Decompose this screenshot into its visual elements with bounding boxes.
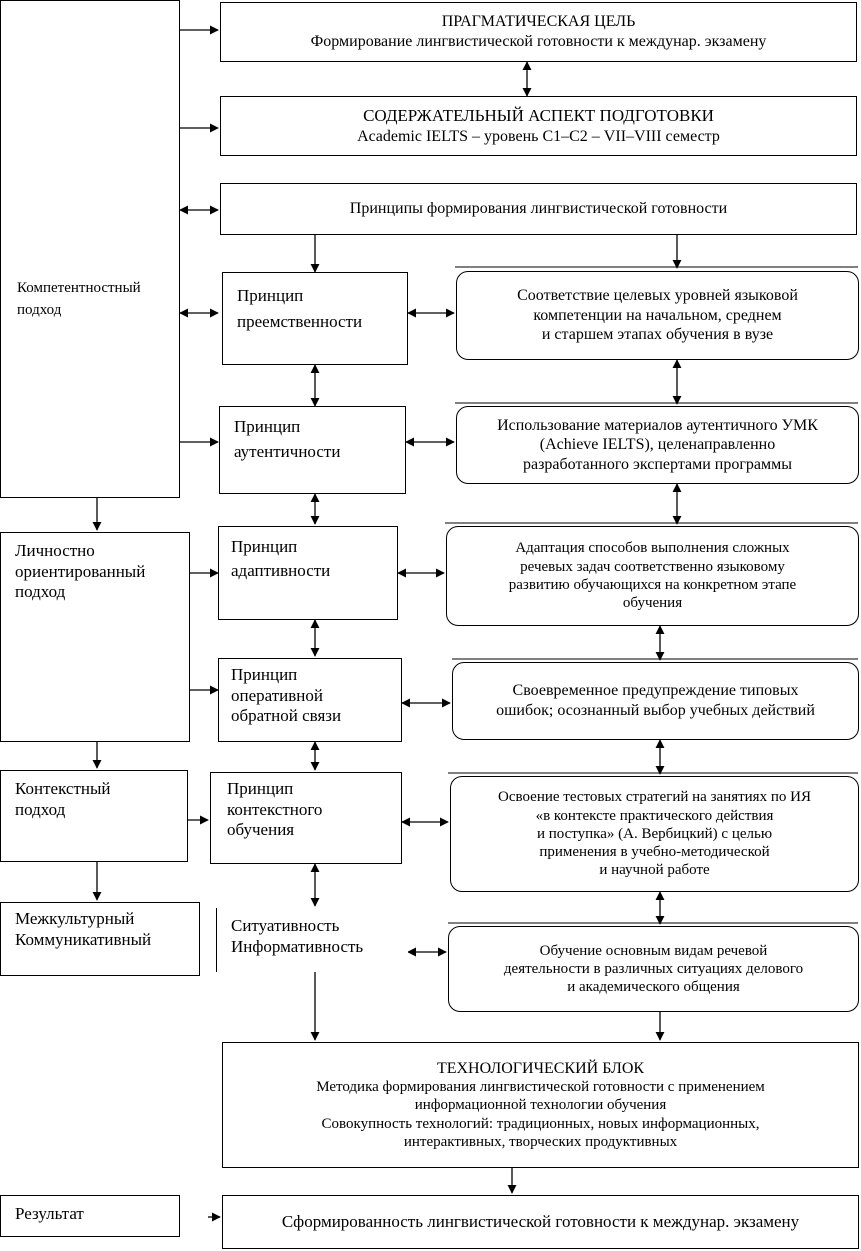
principle-context-learning-line2: контекстного (227, 799, 323, 819)
content-aspect-subtitle: Academic IELTS – уровень С1–С2 – VII–VII… (357, 127, 720, 145)
context-approach-box: Контекстный подход (0, 770, 188, 862)
principle-feedback-line3: обратной связи (231, 706, 342, 726)
tech-block-title: ТЕХНОЛОГИЧЕСКИЙ БЛОК (436, 1059, 645, 1077)
principle-context-learning-line3: обучения (227, 820, 295, 840)
detail-context-line2: «в контексте практического действия (535, 807, 774, 824)
intercultural-approach-line2: Коммуникативный (15, 929, 152, 949)
personal-approach-line1: Личностно (15, 541, 95, 560)
detail-authenticity-line3: разработанного экспертами программы (522, 455, 793, 473)
principle-adaptivity-box: Принцип адаптивности (218, 526, 398, 620)
principle-continuity-line1: Принцип (237, 286, 304, 305)
detail-adaptivity-line1: Адаптация способов выполнения сложных (515, 540, 790, 557)
principles-header-text: Принципы формирования лингвистической го… (349, 200, 728, 218)
intercultural-approach-box: Межкультурный Коммуникативный (0, 902, 200, 976)
tech-block-line1: Методика формирования лингвистической го… (316, 1079, 765, 1096)
detail-authenticity-line1: Использование материалов аутентичного УМ… (497, 416, 818, 434)
principle-adaptivity-line2: адаптивности (231, 560, 331, 580)
detail-context-line5: и научной работе (599, 862, 710, 879)
detail-adaptivity-line4: обучения (622, 595, 683, 612)
competence-approach-line2: подход (17, 302, 62, 319)
personal-approach-box: Личностно ориентированный подход (0, 532, 190, 742)
situativity-line2: Информативность (231, 936, 364, 956)
competence-approach-box: Компетентностный подход (0, 0, 180, 498)
principle-authenticity-line2: аутентичности (234, 441, 341, 461)
detail-situativity-line3: и академического общения (567, 979, 740, 996)
pragmatic-goal-subtitle: Формирование лингвистической готовности … (310, 33, 767, 50)
principle-continuity-line2: преемственности (237, 311, 363, 331)
content-aspect-box: СОДЕРЖАТЕЛЬНЫЙ АСПЕКТ ПОДГОТОВКИ Academi… (220, 96, 857, 156)
detail-feedback-box: Своевременное предупреждение типовых оши… (452, 662, 859, 740)
situativity-line1: Ситуативность (231, 916, 340, 935)
detail-authenticity-box: Использование материалов аутентичного УМ… (456, 406, 859, 484)
tech-block-box: ТЕХНОЛОГИЧЕСКИЙ БЛОК Методика формирован… (222, 1042, 859, 1168)
principle-context-learning-box: Принцип контекстного обучения (210, 772, 402, 864)
tech-block-line2: информационной технологии обучения (414, 1097, 667, 1114)
content-aspect-title: СОДЕРЖАТЕЛЬНЫЙ АСПЕКТ ПОДГОТОВКИ (363, 105, 714, 125)
tech-block-line3: Совокупность технологий: традиционных, н… (321, 1115, 760, 1132)
pragmatic-goal-title: ПРАГМАТИЧЕСКАЯ ЦЕЛЬ (441, 13, 636, 31)
context-approach-line1: Контекстный (15, 779, 111, 798)
principle-feedback-box: Принцип оперативной обратной связи (218, 658, 402, 742)
personal-approach-line3: подход (15, 582, 66, 602)
detail-context-line1: Освоение тестовых стратегий на занятиях … (498, 789, 811, 806)
principle-adaptivity-line1: Принцип (231, 537, 298, 556)
detail-continuity-line3: и старшем этапах обучения в вузе (541, 326, 774, 344)
detail-situativity-line1: Обучение основным видам речевой (539, 942, 768, 959)
principle-context-learning-line1: Принцип (227, 779, 294, 798)
detail-continuity-box: Соответствие целевых уровней языковой ко… (456, 271, 859, 360)
detail-situativity-line2: деятельности в различных ситуациях делов… (503, 960, 804, 977)
detail-continuity-line1: Соответствие целевых уровней языковой (517, 287, 798, 305)
intercultural-approach-line1: Межкультурный (15, 909, 135, 928)
principle-authenticity-box: Принцип аутентичности (219, 406, 406, 494)
result-box: Сформированность лингвистической готовно… (222, 1195, 859, 1249)
detail-feedback-line2: ошибок; осознанный выбор учебных действи… (496, 702, 815, 719)
principles-header-box: Принципы формирования лингвистической го… (220, 183, 857, 235)
tech-block-line4: интерактивных, творческих продуктивных (403, 1134, 678, 1151)
result-label-box: Результат (0, 1195, 180, 1237)
principle-authenticity-line1: Принцип (234, 417, 301, 436)
situativity-box: Ситуативность Информативность (216, 908, 408, 972)
detail-adaptivity-line3: развитию обучающихся на конкретном этапе (508, 577, 797, 593)
principle-continuity-box: Принцип преемственности (222, 272, 408, 365)
result-label: Результат (15, 1204, 84, 1223)
detail-authenticity-line2: (Achieve IELTS), целенаправленно (539, 436, 776, 454)
detail-context-line3: и поступка» (А. Вербицкий) с целью (536, 825, 773, 842)
principle-feedback-line1: Принцип (231, 665, 298, 684)
pragmatic-goal-box: ПРАГМАТИЧЕСКАЯ ЦЕЛЬ Формирование лингвис… (220, 2, 857, 62)
principle-feedback-line2: оперативной (231, 685, 323, 705)
competence-approach-line1: Компетентностный (17, 280, 141, 296)
detail-context-box: Освоение тестовых стратегий на занятиях … (450, 776, 859, 892)
detail-adaptivity-box: Адаптация способов выполнения сложных ре… (446, 526, 859, 626)
context-approach-line2: подход (15, 799, 66, 819)
detail-context-line4: применения в учебно-методической (539, 844, 770, 861)
detail-adaptivity-line2: речевых задач соответственно языковому (520, 558, 785, 575)
result-text: Сформированность лингвистической готовно… (281, 1211, 800, 1231)
detail-continuity-line2: компетенции на начальном, среднем (533, 306, 782, 324)
detail-situativity-box: Обучение основным видам речевой деятельн… (448, 926, 859, 1012)
personal-approach-line2: ориентированный (15, 561, 146, 581)
detail-feedback-line1: Своевременное предупреждение типовых (512, 682, 799, 700)
